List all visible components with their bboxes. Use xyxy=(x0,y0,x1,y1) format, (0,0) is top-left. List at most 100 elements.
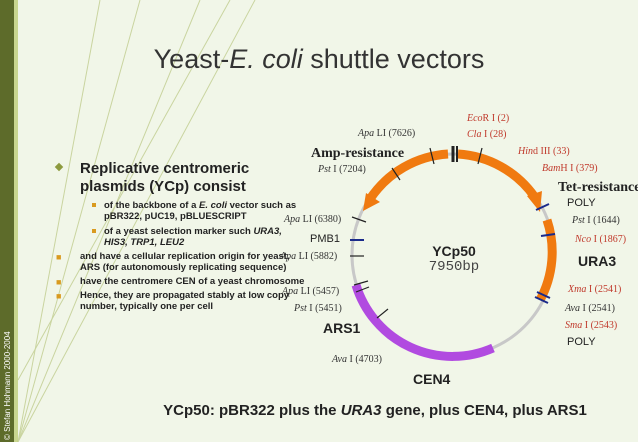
label-hindiii-position: d III (33) xyxy=(533,146,570,157)
tick-pst7204 xyxy=(391,167,401,181)
tick-apa5457 xyxy=(353,280,369,286)
bullet-marker: ■ xyxy=(56,252,62,262)
label-pst5451: Pst I (5451) xyxy=(293,303,342,314)
label-ava2541-enzyme: Ava xyxy=(564,303,580,314)
bullet-marker xyxy=(92,203,96,207)
bullet-marker: ■ xyxy=(56,277,62,287)
label-bamhi-enzyme: Bam xyxy=(542,163,560,174)
label-ecori-position: R I (2) xyxy=(483,113,510,124)
amp-resistance-arc xyxy=(366,149,449,202)
label-apa5882-position: LI (5882) xyxy=(296,251,337,262)
tet-resistance-arc xyxy=(457,149,538,199)
tick-ava4703 xyxy=(376,308,389,319)
tick-nco1867 xyxy=(540,233,556,237)
tick-apa7626 xyxy=(429,147,435,165)
label-pst1644: Pst I (1644) xyxy=(571,215,620,226)
label-hindiii: Hind III (33) xyxy=(517,146,570,157)
bullet-list: Replicative centromeric plasmids (YCp) c… xyxy=(54,160,306,312)
label-poly-1: POLY xyxy=(567,197,596,209)
sub1-italic: E. coli xyxy=(199,200,227,211)
label-ecori-enzyme: Eco xyxy=(466,113,483,124)
tick-hindiii xyxy=(477,147,483,165)
plasmid-name: YCp50 xyxy=(432,243,476,259)
label-ava4703-enzyme: Ava xyxy=(331,354,347,365)
slide-caption: YCp50: pBR322 plus the URA3 gene, plus C… xyxy=(0,402,638,419)
label-amp-resistance: Amp-resistance xyxy=(311,146,404,161)
tick-pst1644 xyxy=(535,203,550,211)
ura3-arc xyxy=(535,218,557,303)
caption-suffix: gene, plus CEN4, plus ARS1 xyxy=(381,402,587,419)
label-ava4703-position: I (4703) xyxy=(347,354,382,365)
label-apa5457: Apa LI (5457) xyxy=(281,286,339,297)
label-pst5451-position: I (5451) xyxy=(307,303,342,314)
item3-text: and have a cellular replication origin f… xyxy=(80,251,290,273)
left-stripe-highlight xyxy=(14,0,18,442)
caption-italic: URA3 xyxy=(340,402,382,419)
sub1-suffix: vector such as pBR322, pUC19, pBLUESCRIP… xyxy=(104,200,297,222)
label-pst7204-enzyme: Pst xyxy=(317,164,331,175)
label-nco1867-position: I (1867) xyxy=(591,234,626,245)
bullet-item-3: ■ and have a cellular replication origin … xyxy=(56,251,306,273)
label-apa7626: Apa LI (7626) xyxy=(357,128,415,139)
label-clai: Cla I (28) xyxy=(467,129,506,140)
label-apa6380-position: LI (6380) xyxy=(300,214,341,225)
label-bamhi: BamH I (379) xyxy=(542,163,598,174)
label-smai-enzyme: Sma xyxy=(565,320,582,331)
label-pst7204-position: I (7204) xyxy=(331,164,366,175)
label-apa5457-enzyme: Apa xyxy=(281,286,298,297)
item5-text: Hence, they are propagated stably at low… xyxy=(80,290,290,312)
label-apa5882-enzyme: Apa xyxy=(279,251,296,262)
restriction-ticks xyxy=(350,146,556,319)
label-apa6380: Apa LI (6380) xyxy=(283,214,341,225)
label-apa5882: Apa LI (5882) xyxy=(279,251,337,262)
label-pst1644-position: I (1644) xyxy=(585,215,620,226)
label-apa7626-position: LI (7626) xyxy=(374,128,415,139)
item4-text: have the centromere CEN of a yeast chrom… xyxy=(80,276,305,287)
label-ava2541-position: I (2541) xyxy=(580,303,615,314)
bullet-main: Replicative centromeric plasmids (YCp) c… xyxy=(54,160,306,196)
label-clai-position: I (28) xyxy=(481,129,506,140)
slide-title: Yeast-E. coli shuttle vectors xyxy=(0,44,638,75)
label-clai-enzyme: Cla xyxy=(467,129,481,140)
label-nco1867-enzyme: Nco xyxy=(574,234,591,245)
bullet-item-4: ■ have the centromere CEN of a yeast chro… xyxy=(56,276,306,287)
sub2-text: of a yeast selection marker such xyxy=(104,226,254,237)
plasmid-size: 7950bp xyxy=(429,259,479,275)
tick-xmai xyxy=(536,291,551,299)
label-ura3: URA3 xyxy=(578,253,616,269)
label-xmai-position: I (2541) xyxy=(586,284,621,295)
label-ava4703: Ava I (4703) xyxy=(331,354,382,365)
left-stripe xyxy=(0,0,14,442)
label-ava2541: Ava I (2541) xyxy=(564,303,615,314)
label-pst7204: Pst I (7204) xyxy=(317,164,366,175)
label-xmai-enzyme: Xma xyxy=(567,284,586,295)
bullet-sub-1: of the backbone of a E. coli vector such… xyxy=(56,200,306,222)
ars1-cen4-arc xyxy=(351,283,495,361)
sub1-prefix: of the backbone of a xyxy=(104,200,200,211)
label-apa7626-enzyme: Apa xyxy=(357,128,374,139)
label-poly-2: POLY xyxy=(567,336,596,348)
tick-smai xyxy=(534,296,549,304)
label-nco1867: Nco I (1867) xyxy=(574,234,626,245)
sub2-italic: URA3, HIS3, TRP1, LEU2 xyxy=(104,226,282,248)
bullet-main-text: Replicative centromeric plasmids (YCp) c… xyxy=(80,160,250,195)
bullet-marker: ■ xyxy=(56,291,62,301)
label-bamhi-position: H I (379) xyxy=(560,163,597,174)
decorative-lines xyxy=(17,0,256,442)
label-apa6380-enzyme: Apa xyxy=(283,214,300,225)
label-pst1644-enzyme: Pst xyxy=(571,215,585,226)
label-cen4: CEN4 xyxy=(413,371,451,387)
label-apa5457-position: LI (5457) xyxy=(298,286,339,297)
label-ecori: EcoR I (2) xyxy=(466,113,509,124)
amp-arrowhead xyxy=(363,193,380,211)
title-prefix: Yeast- xyxy=(153,44,230,74)
title-suffix: shuttle vectors xyxy=(302,44,485,74)
tet-arrowhead xyxy=(527,191,542,212)
label-xmai: Xma I (2541) xyxy=(567,284,621,295)
bullet-item-5: ■ Hence, they are propagated stably at lo… xyxy=(56,290,306,312)
label-smai: Sma I (2543) xyxy=(565,320,617,331)
label-pmb1: PMB1 xyxy=(310,233,340,245)
title-italic: E. coli xyxy=(229,44,303,74)
tick-pst5451 xyxy=(355,286,370,293)
